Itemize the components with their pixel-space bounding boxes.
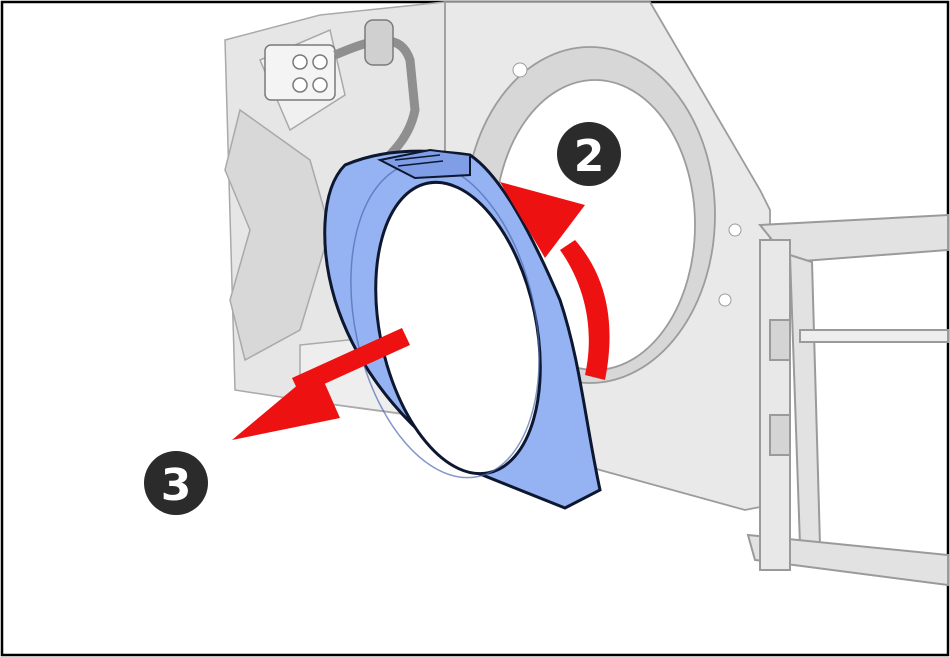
terminal-block [264,19,420,164]
seal-ring [323,148,602,510]
step-badge-2: 2 [557,122,621,186]
hinge-bracket [746,213,949,587]
step-badge-icon [557,122,621,186]
step-number-2: 2 [574,131,605,182]
rotate-arrow-icon [500,182,610,380]
pull-arrow-icon [232,328,410,440]
step-badge-3: 3 [144,451,208,515]
step-badge-icon [144,451,208,515]
step-number-3: 3 [161,460,192,511]
